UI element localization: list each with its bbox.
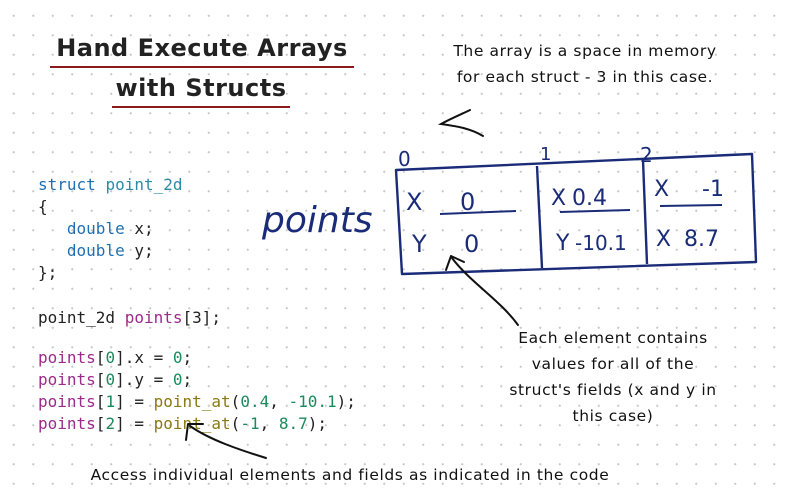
code-line-field-y: double y; — [66, 241, 154, 260]
code-line-assign-1: points[1] = point_at(0.4, -10.1); — [38, 392, 356, 411]
access-note-line: Access individual elements and fields as… — [90, 466, 610, 484]
code-line-field-x: double x; — [66, 219, 154, 238]
title-line-2: with Structs — [112, 74, 290, 108]
element-note-line-1: Each element contains — [518, 329, 708, 347]
cell-2-y-label: X — [656, 227, 671, 252]
cell-0-x-label: X — [406, 188, 422, 216]
struct-code-block: struct point_2d { double x; double y;}; — [38, 152, 183, 306]
cell-1-line — [559, 209, 631, 213]
declaration-code: point_2d points[3]; — [38, 285, 221, 351]
code-line-close: }; — [38, 263, 58, 282]
code-line-decl: point_2d points[3]; — [38, 308, 222, 327]
title-underline-2 — [112, 106, 290, 108]
title-underline-1 — [50, 66, 354, 68]
cell-2-line — [659, 204, 723, 207]
divider-1 — [535, 165, 544, 269]
access-note: Access individual elements and fields as… — [40, 462, 660, 488]
index-1: 1 — [540, 144, 551, 165]
array-note-line-1: The array is a space in memory — [453, 42, 717, 60]
code-line-assign-y: points[0].y = 0; — [38, 370, 193, 389]
cell-2-x-label: X — [654, 177, 669, 202]
index-0: 0 — [398, 147, 411, 171]
code-line-struct: struct point_2d — [38, 175, 183, 194]
element-note-line-2: values for all of the — [531, 355, 695, 373]
array-outline — [394, 152, 758, 276]
cell-1-x-value: 0.4 — [572, 186, 607, 211]
element-arrow — [451, 257, 519, 326]
cell-1-y-value: -10.1 — [575, 231, 627, 255]
cell-2-x-value: -1 — [702, 177, 724, 202]
element-arrow-head — [445, 255, 465, 271]
array-note-line-2: for each struct - 3 in this case. — [456, 68, 714, 86]
cell-0-line — [439, 210, 517, 215]
element-note-line-3: struct's fields (x and y in — [509, 381, 717, 399]
array-note: The array is a space in memory for each … — [420, 38, 750, 90]
assignment-code: points[0].x = 0; points[0].y = 0; points[1… — [38, 325, 356, 457]
cell-0-x-value: 0 — [460, 188, 475, 216]
access-arrow — [189, 425, 267, 459]
access-arrow-head — [185, 423, 204, 441]
cell-1-y-label: Y — [555, 231, 570, 256]
points-label: points — [261, 200, 373, 241]
element-note: Each element contains values for all of … — [468, 325, 758, 429]
element-note-line-4: this case) — [572, 407, 654, 425]
cell-1-x-label: X — [551, 186, 566, 211]
top-arrow — [437, 109, 484, 137]
cell-0-y-label: Y — [411, 230, 427, 258]
cell-0-y-value: 0 — [464, 230, 479, 258]
title-line-1: Hand Execute Arrays — [50, 34, 354, 68]
title-text-2: with Structs — [115, 74, 287, 102]
code-line-assign-2: points[2] = point_at(-1, 8.7); — [38, 414, 328, 433]
code-line-assign-x: points[0].x = 0; — [38, 348, 193, 367]
cell-2-y-value: 8.7 — [684, 227, 719, 252]
index-2: 2 — [640, 143, 653, 167]
code-line-open: { — [38, 197, 48, 216]
title-text-1: Hand Execute Arrays — [56, 34, 348, 62]
divider-2 — [641, 159, 649, 265]
